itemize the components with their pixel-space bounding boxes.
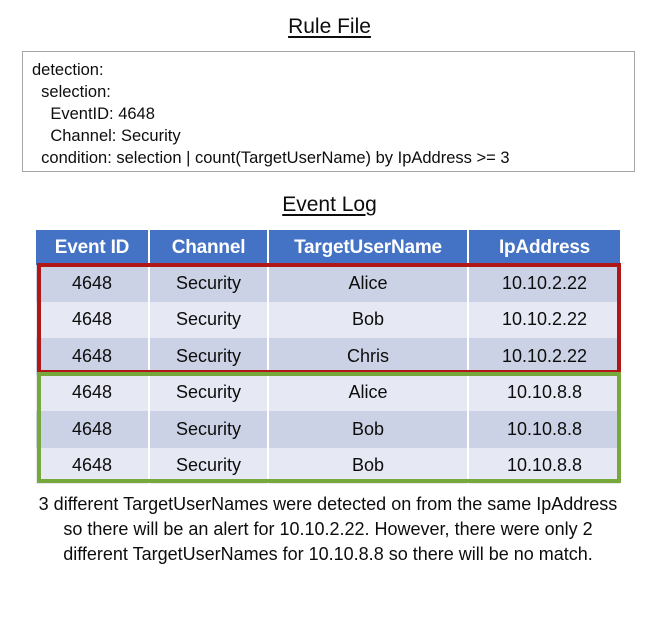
- cell-ip-address: 10.10.2.22: [468, 265, 620, 302]
- event-log-table-head: Event ID Channel TargetUserName IpAddres…: [36, 230, 620, 265]
- cell-channel: Security: [149, 411, 269, 448]
- cell-target-user-name: Bob: [268, 301, 469, 338]
- cell-channel: Security: [149, 338, 269, 375]
- table-row: 4648 Security Bob 10.10.8.8: [36, 411, 620, 448]
- column-header-channel: Channel: [149, 230, 269, 265]
- explanation-caption: 3 different TargetUserNames were detecte…: [38, 494, 618, 564]
- event-log-title: Event Log: [0, 192, 659, 218]
- cell-channel: Security: [149, 301, 269, 338]
- cell-ip-address: 10.10.2.22: [468, 301, 620, 338]
- event-log-table: Event ID Channel TargetUserName IpAddres…: [36, 230, 620, 484]
- cell-target-user-name: Bob: [268, 411, 469, 448]
- rule-line-selection: selection:: [32, 83, 111, 101]
- cell-channel: Security: [149, 265, 269, 302]
- cell-event-id: 4648: [36, 447, 150, 484]
- event-log-title-text: Event Log: [282, 193, 377, 216]
- cell-channel: Security: [149, 447, 269, 484]
- cell-event-id: 4648: [36, 411, 150, 448]
- table-row: 4648 Security Alice 10.10.8.8: [36, 374, 620, 411]
- rule-file-title: Rule File: [0, 14, 659, 40]
- column-header-target-user-name: TargetUserName: [268, 230, 469, 265]
- cell-ip-address: 10.10.8.8: [468, 411, 620, 448]
- cell-ip-address: 10.10.8.8: [468, 447, 620, 484]
- cell-target-user-name: Alice: [268, 374, 469, 411]
- cell-event-id: 4648: [36, 265, 150, 302]
- cell-channel: Security: [149, 374, 269, 411]
- cell-target-user-name: Alice: [268, 265, 469, 302]
- cell-ip-address: 10.10.2.22: [468, 338, 620, 375]
- table-row: 4648 Security Bob 10.10.2.22: [36, 301, 620, 338]
- cell-event-id: 4648: [36, 338, 150, 375]
- rule-line-detection: detection:: [32, 61, 104, 79]
- table-row: 4648 Security Alice 10.10.2.22: [36, 265, 620, 302]
- cell-event-id: 4648: [36, 374, 150, 411]
- table-row: 4648 Security Chris 10.10.2.22: [36, 338, 620, 375]
- table-row: 4648 Security Bob 10.10.8.8: [36, 447, 620, 484]
- event-log-table-body: 4648 Security Alice 10.10.2.22 4648 Secu…: [36, 265, 620, 484]
- rule-line-channel: Channel: Security: [32, 127, 181, 145]
- table-header-row: Event ID Channel TargetUserName IpAddres…: [36, 230, 620, 265]
- rule-line-condition: condition: selection | count(TargetUserN…: [32, 149, 510, 167]
- cell-event-id: 4648: [36, 301, 150, 338]
- rule-file-box: detection: selection: EventID: 4648 Chan…: [22, 51, 635, 172]
- column-header-event-id: Event ID: [36, 230, 150, 265]
- cell-target-user-name: Chris: [268, 338, 469, 375]
- rule-line-eventid: EventID: 4648: [32, 105, 155, 123]
- column-header-ip-address: IpAddress: [468, 230, 620, 265]
- rule-file-title-text: Rule File: [288, 15, 371, 38]
- cell-target-user-name: Bob: [268, 447, 469, 484]
- cell-ip-address: 10.10.8.8: [468, 374, 620, 411]
